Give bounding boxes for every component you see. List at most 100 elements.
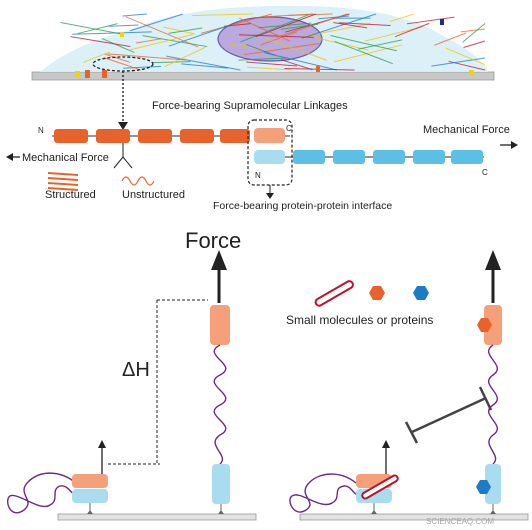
adhesion-marker (316, 66, 320, 72)
actin-fiber (280, 59, 313, 71)
adhesion-marker (102, 70, 107, 78)
actin-fiber (463, 40, 486, 48)
actin-fiber (103, 57, 142, 71)
adhesion-marker (440, 19, 444, 25)
actin-fiber (122, 13, 147, 17)
left-unfolded-coil (6, 472, 77, 514)
actin-fiber (163, 26, 196, 35)
left-folded-bottom-domain (72, 489, 108, 503)
left-folded-top-domain (72, 474, 108, 488)
force-label: Force (185, 228, 241, 253)
adhesion-marker (75, 71, 80, 77)
adhesion-marker (85, 70, 90, 78)
actin-fiber (258, 22, 312, 29)
left-stretched-anchor-base (218, 510, 224, 514)
actin-fiber (201, 13, 272, 34)
interface-domain-bottom (254, 150, 285, 164)
actin-fiber (246, 61, 297, 67)
right-panel: Small molecules or proteins (286, 250, 529, 521)
small-molecule-legend: Small molecules or proteins (286, 280, 433, 327)
cytoskeleton-fibers (60, 13, 486, 71)
actin-fiber (334, 40, 394, 65)
left-substrate (57, 513, 257, 521)
left-stretched-linker (213, 344, 227, 465)
bound-orange-hexagon (477, 318, 492, 332)
right-stretched-bottom-domain (485, 464, 501, 504)
zoom-arrow-head (118, 122, 128, 130)
actin-fiber (333, 44, 403, 63)
orange-domain (220, 129, 250, 143)
right-stretched-top-domain (484, 305, 502, 345)
actin-fiber (77, 23, 118, 35)
actin-fiber (128, 34, 194, 51)
force-arrow-head (211, 250, 227, 270)
left-stretched-top-domain (210, 305, 230, 345)
actin-fiber (276, 13, 348, 38)
right-force-arrow-head (485, 250, 501, 270)
actin-fiber (238, 34, 314, 38)
actin-fiber (434, 32, 467, 46)
blue-hexagon-icon (413, 286, 429, 300)
actin-fiber (152, 61, 191, 64)
right-stretched-linker (488, 344, 498, 465)
right-small-force-head (382, 440, 390, 448)
mechanical-force-right-label: Mechanical Force (423, 124, 510, 136)
linkages-label: Force-bearing Supramolecular Linkages (152, 100, 348, 112)
blue-domain (293, 150, 325, 164)
actin-fiber (462, 23, 486, 43)
right-anchor-base (371, 510, 377, 514)
actin-fiber (239, 17, 291, 42)
actin-fiber (108, 24, 139, 27)
left-stretched-bottom-domain (212, 464, 230, 504)
small-molecules-label: Small molecules or proteins (286, 313, 433, 327)
left-small-force-head (98, 440, 106, 448)
blue-domain (413, 150, 445, 164)
actin-fiber (107, 53, 186, 61)
actin-fiber (301, 13, 377, 39)
actin-fiber (164, 46, 206, 68)
actin-fiber (247, 66, 293, 71)
structured-beta-sheet-icon (47, 172, 79, 191)
inhibition-bar-end (404, 421, 419, 444)
blue-domain-chain (293, 150, 483, 164)
actin-fiber (333, 21, 368, 29)
bound-rod-molecule (361, 474, 399, 500)
interface-pointer-head (266, 193, 274, 199)
orange-hexagon-icon (369, 286, 385, 300)
delta-h-label: ΔH (122, 359, 150, 381)
actin-fiber (142, 35, 208, 48)
actin-fiber (123, 65, 162, 69)
interface-label: Force-bearing protein-protein interface (213, 200, 392, 212)
orange-domain (96, 129, 130, 143)
interface-domain-top (254, 128, 285, 143)
orange-domain-chain (54, 129, 250, 143)
adhesion-marker (469, 70, 474, 76)
actin-fiber (181, 63, 228, 69)
actin-fiber (125, 16, 199, 48)
split-left (113, 156, 124, 169)
linkage-schematic: N C N C Force-bearing protein-protein in… (6, 119, 518, 212)
actin-fiber (260, 31, 298, 46)
orange-domain (54, 129, 88, 143)
actin-fiber (240, 14, 309, 43)
blue-domain (373, 150, 405, 164)
actin-fiber (262, 13, 314, 18)
actin-fiber (244, 43, 320, 56)
actin-fiber (460, 28, 486, 33)
actin-fiber (60, 22, 123, 35)
bound-blue-hexagon (476, 480, 491, 494)
rod-molecule-icon (314, 280, 354, 307)
actin-fiber (168, 24, 230, 47)
actin-fiber (192, 13, 253, 17)
c-terminus-right-label: C (482, 168, 488, 177)
actin-fiber (104, 53, 131, 63)
actin-fiber (389, 13, 415, 22)
blue-domain (333, 150, 365, 164)
actin-fiber (246, 43, 276, 56)
actin-fiber (431, 57, 486, 67)
actin-fiber (263, 52, 337, 71)
mechanical-force-left-arrowhead (6, 153, 13, 161)
actin-fiber (166, 55, 241, 71)
right-substrate (299, 513, 529, 521)
